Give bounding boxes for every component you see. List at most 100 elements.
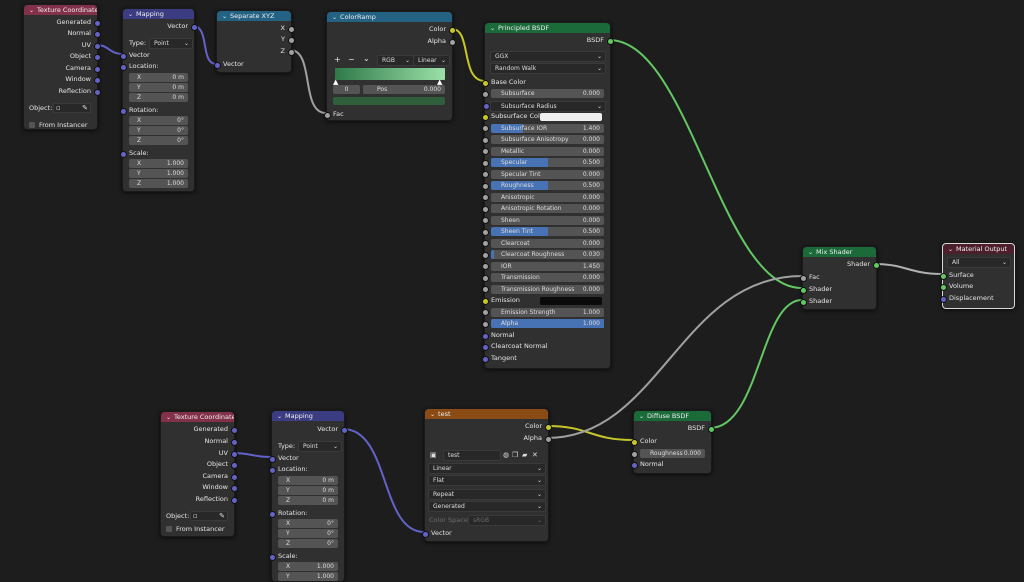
collapse-icon[interactable]: ⌄ [166, 414, 172, 421]
socket-icon[interactable] [481, 182, 489, 190]
socket-icon[interactable] [630, 450, 638, 458]
socket-icon[interactable] [119, 151, 127, 158]
socket-icon[interactable] [481, 205, 489, 213]
socket-icon[interactable] [268, 554, 276, 561]
projection-dropdown[interactable]: Flat⌄ [428, 475, 546, 486]
subsurface-method-dropdown[interactable]: Random Walk⌄ [490, 63, 606, 74]
object-picker[interactable]: ▫✎ [190, 511, 228, 521]
socket-icon[interactable] [630, 462, 638, 469]
collapse-icon[interactable]: ⌄ [490, 25, 496, 32]
subsurface-radius-dropdown[interactable]: Subsurface Radius⌄ [482, 100, 606, 112]
socket-icon[interactable] [481, 80, 489, 87]
socket-icon[interactable] [872, 262, 880, 269]
interpolation-dropdown[interactable]: Linear⌄ [413, 55, 450, 66]
stop-color-swatch[interactable] [333, 97, 445, 105]
node-header[interactable]: ⌄Texture Coordinate [24, 5, 97, 15]
socket-icon[interactable] [268, 456, 276, 463]
collapse-icon[interactable]: ⌄ [808, 249, 814, 256]
remove-stop-icon[interactable]: − [348, 55, 355, 64]
interpolation-dropdown[interactable]: Linear⌄ [428, 463, 546, 474]
eyedropper-icon[interactable]: ✎ [82, 104, 88, 112]
socket-icon[interactable] [481, 274, 489, 282]
eyedropper-icon[interactable]: ✎ [219, 512, 225, 520]
socket-icon[interactable] [481, 320, 489, 328]
socket-icon[interactable] [799, 275, 807, 282]
collapse-icon[interactable]: ⌄ [639, 413, 645, 420]
socket-icon[interactable] [340, 427, 348, 434]
socket-icon[interactable] [481, 194, 489, 201]
socket-icon[interactable] [481, 114, 489, 121]
socket-icon[interactable] [230, 451, 238, 458]
socket-icon[interactable] [799, 287, 807, 294]
node-header[interactable]: ⌄Mapping [272, 411, 344, 421]
separate-xyz-node[interactable]: ⌄Separate XYZ X Y Z Vector [213, 10, 295, 73]
collapse-icon[interactable]: ⌄ [277, 413, 283, 420]
folder-icon[interactable]: ▰ [522, 451, 528, 459]
socket-icon[interactable] [630, 439, 638, 446]
node-header[interactable]: ⌄Separate XYZ [217, 11, 291, 21]
colorramp-node[interactable]: ⌄ColorRamp Color Alpha + − ⌄ RGB⌄ Linear… [323, 11, 456, 121]
ramp-menu-icon[interactable]: ⌄ [363, 54, 370, 63]
socket-icon[interactable] [230, 427, 238, 434]
node-header[interactable]: ⌄Material Output [943, 244, 1014, 254]
node-header[interactable]: ⌄Texture Coordinate [161, 412, 234, 422]
close-icon[interactable]: ✕ [532, 451, 538, 459]
target-dropdown[interactable]: All⌄ [947, 257, 1011, 268]
socket-icon[interactable] [544, 436, 552, 443]
from-instancer-checkbox[interactable] [29, 122, 35, 128]
socket-icon[interactable] [287, 26, 295, 33]
socket-icon[interactable] [268, 467, 276, 474]
source-dropdown[interactable]: Generated⌄ [428, 501, 546, 512]
socket-icon[interactable] [481, 90, 489, 98]
socket-icon[interactable] [448, 39, 456, 46]
material-output-node[interactable]: ⌄Material Output All⌄ Surface Volume Dis… [939, 243, 1015, 309]
subsurface-color-swatch[interactable] [540, 113, 602, 121]
node-header[interactable]: ⌄ColorRamp [327, 12, 452, 22]
socket-icon[interactable] [939, 273, 947, 280]
socket-icon[interactable] [481, 125, 489, 132]
socket-icon[interactable] [119, 108, 127, 115]
collapse-icon[interactable]: ⌄ [29, 7, 35, 14]
collapse-icon[interactable]: ⌄ [430, 411, 436, 418]
color-ramp-bar[interactable] [335, 68, 445, 80]
socket-icon[interactable] [481, 309, 489, 316]
image-texture-node[interactable]: ⌄test Color Alpha ▣ test ◍ ❐ ▰ ✕ Linear⌄… [421, 408, 552, 542]
node-header[interactable]: ⌄Mix Shader [803, 247, 876, 257]
socket-icon[interactable] [481, 355, 489, 363]
texture-coordinate-node-2[interactable]: ⌄Texture Coordinate Generated Normal UV … [160, 411, 238, 537]
collapse-icon[interactable]: ⌄ [948, 246, 954, 253]
socket-icon[interactable] [481, 344, 489, 351]
socket-icon[interactable] [421, 531, 429, 538]
socket-icon[interactable] [323, 112, 331, 119]
node-header[interactable]: ⌄Principled BSDF [485, 23, 610, 33]
type-dropdown[interactable]: Point⌄ [149, 38, 193, 49]
socket-icon[interactable] [119, 53, 127, 60]
collapse-icon[interactable]: ⌄ [128, 11, 134, 18]
socket-icon[interactable] [93, 31, 101, 38]
emission-color-swatch[interactable] [540, 297, 602, 305]
socket-icon[interactable] [93, 66, 101, 73]
node-header[interactable]: ⌄test [425, 409, 548, 419]
mapping-node-1[interactable]: ⌄Mapping Vector Type: Point⌄ Vector Loca… [119, 8, 198, 192]
socket-icon[interactable] [287, 37, 295, 44]
